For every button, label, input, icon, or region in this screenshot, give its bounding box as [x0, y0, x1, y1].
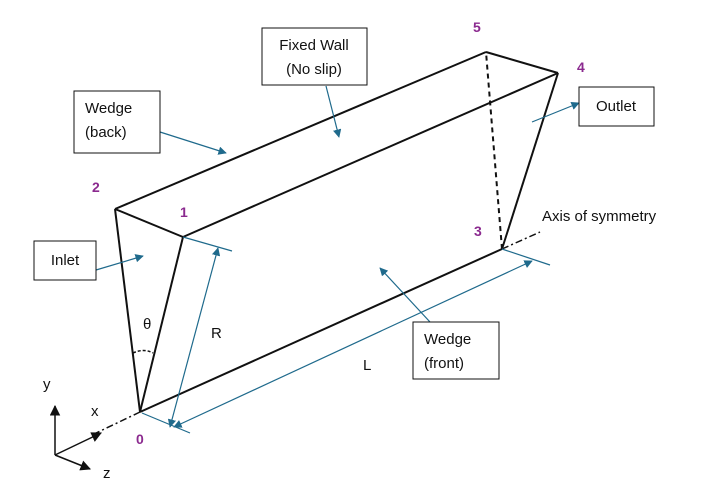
vertex-label-1: 1	[180, 204, 188, 220]
axis-of-symmetry-line-right	[501, 231, 541, 250]
coordinate-triad: y x z	[43, 376, 111, 482]
r-extension-top	[182, 236, 233, 252]
fixed-wall-label-line1: Fixed Wall	[279, 37, 348, 54]
l-extension-right	[501, 248, 551, 266]
length-label: L	[363, 357, 371, 374]
outlet-label: Outlet	[596, 98, 637, 115]
fixed-wall-callout: Fixed Wall (No slip)	[261, 27, 368, 86]
axis-of-symmetry-label: Axis of symmetry	[542, 208, 657, 225]
radius-label: R	[211, 325, 222, 342]
wedge-front-callout: Wedge (front)	[412, 321, 500, 380]
theta-label: θ	[143, 316, 151, 333]
z-axis-arrow	[54, 454, 91, 471]
vertex-label-0: 0	[136, 431, 144, 447]
theta-arc	[132, 349, 154, 354]
y-axis-label: y	[43, 376, 51, 393]
wedge-back-label-line1: Wedge	[85, 100, 132, 117]
wedge-back-label-line2: (back)	[85, 124, 127, 141]
wedge-front-pointer	[379, 267, 431, 323]
axis-of-symmetry-line-left	[93, 411, 141, 435]
edge-3-5-hidden	[485, 51, 503, 250]
x-axis-label: x	[91, 403, 99, 420]
vertex-label-5: 5	[473, 19, 481, 35]
inlet-callout: Inlet	[33, 240, 97, 281]
inlet-pointer	[95, 254, 144, 271]
l-dimension-arrow	[173, 260, 533, 428]
r-extension-bottom	[141, 412, 191, 434]
inlet-label: Inlet	[51, 252, 80, 269]
edge-1-2	[114, 208, 184, 238]
wedge-front-label-line1: Wedge	[424, 331, 471, 348]
edge-3-4	[501, 72, 559, 250]
fixed-wall-pointer	[325, 85, 342, 138]
edge-0-2	[114, 208, 141, 413]
z-axis-label: z	[103, 465, 111, 482]
outlet-pointer	[531, 101, 580, 123]
vertex-label-3: 3	[474, 223, 482, 239]
wedge-back-pointer	[159, 131, 227, 155]
fixed-wall-label-line2: (No slip)	[286, 61, 342, 78]
wedge-front-label-line2: (front)	[424, 355, 464, 372]
x-axis-arrow	[54, 432, 102, 456]
edge-1-4	[182, 72, 559, 238]
vertex-label-4: 4	[577, 59, 585, 75]
vertex-label-2: 2	[92, 179, 100, 195]
edge-5-4	[485, 51, 559, 74]
wedge-back-callout: Wedge (back)	[73, 90, 161, 154]
edge-2-5	[114, 51, 487, 210]
outlet-callout: Outlet	[578, 86, 655, 127]
